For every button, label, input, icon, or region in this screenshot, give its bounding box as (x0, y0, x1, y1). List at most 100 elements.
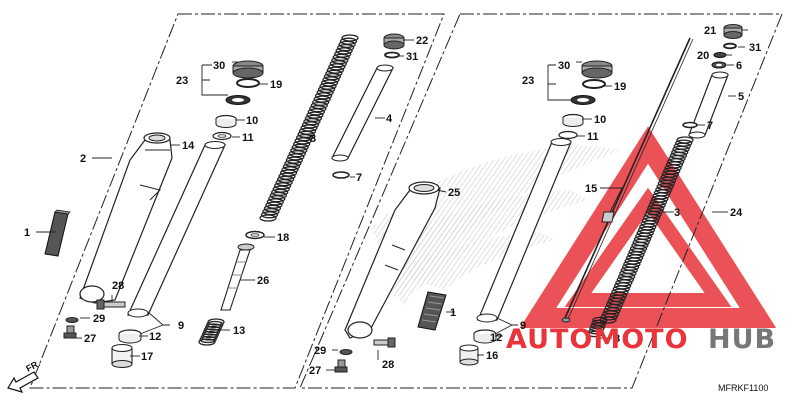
callout-left-18: 18 (277, 232, 289, 244)
spacer-ring-right[interactable] (570, 95, 596, 105)
rebound-spring-left[interactable] (198, 318, 225, 346)
callouts-right: 1 3 5 6 7 8 9 10 11 12 15 16 19 20 21 23… (309, 25, 761, 377)
leader-lines (36, 29, 748, 371)
fork-bolt-cap-left[interactable] (232, 60, 264, 79)
lock-nut-right[interactable] (711, 52, 727, 69)
callout-left-29: 29 (93, 313, 105, 325)
callout-right-28: 28 (382, 359, 394, 371)
callout-left-14: 14 (182, 140, 195, 152)
rebound-spring-right[interactable] (587, 316, 608, 338)
dust-seal-right[interactable] (459, 344, 479, 366)
socket-bolt-left[interactable] (96, 299, 126, 310)
spring-collar-pipe-right[interactable] (688, 71, 729, 139)
fork-slider-left[interactable] (79, 132, 173, 304)
callout-right-6: 6 (736, 60, 742, 72)
callout-right-19: 19 (614, 81, 626, 93)
callout-right-11: 11 (587, 131, 599, 143)
damper-cartridge-right[interactable] (561, 37, 694, 323)
rubber-pad-right[interactable] (417, 291, 447, 331)
spring-collar-pipe-left[interactable] (331, 64, 394, 162)
callout-left-11: 11 (242, 132, 254, 144)
small-o-ring-right[interactable] (723, 42, 737, 50)
spring-coil (259, 214, 277, 222)
watermark-text-auto: AUTOMOTO (506, 324, 689, 355)
fork-bolt-cap-right[interactable] (581, 60, 613, 79)
callout-left-27: 27 (84, 333, 96, 345)
callouts-left: 1 2 3 4 7 9 10 11 12 13 14 17 18 19 22 2… (24, 35, 428, 363)
callout-right-21: 21 (704, 25, 716, 37)
watermark-logo: AUTOMOTO HUB (506, 324, 776, 355)
callout-left-22: 22 (416, 35, 428, 47)
collar-right[interactable] (562, 113, 584, 127)
spacer-ring-left[interactable] (225, 95, 251, 105)
callout-left-30: 30 (213, 60, 225, 72)
washer-left[interactable] (212, 131, 232, 141)
callout-right-7: 7 (707, 120, 713, 132)
spring-coil (588, 327, 604, 335)
oil-seal-right[interactable] (473, 329, 497, 344)
callout-right-31: 31 (749, 42, 761, 54)
diagram-code: MFRKF1100 (718, 383, 768, 393)
damper-ring-left[interactable] (245, 230, 265, 240)
o-ring-right[interactable] (582, 79, 606, 89)
callout-left-19: 19 (270, 79, 282, 91)
callout-left-9: 9 (178, 320, 184, 332)
damper-rod-left[interactable] (220, 243, 255, 311)
callout-left-13: 13 (233, 325, 245, 337)
watermark-text-hub: HUB (708, 324, 776, 355)
drain-bolt-right[interactable] (334, 349, 353, 373)
callout-left-12: 12 (149, 331, 161, 343)
front-direction-label: FR. (24, 358, 41, 374)
socket-bolt-right[interactable] (373, 337, 396, 348)
callout-left-3: 3 (310, 133, 316, 145)
rubber-pad-left[interactable] (44, 209, 71, 257)
oil-seal-left[interactable] (118, 329, 142, 344)
callout-right-5: 5 (738, 91, 744, 103)
callout-right-10: 10 (594, 114, 606, 126)
watermark-triangle-icon (519, 126, 777, 328)
fork-pipe-right[interactable] (476, 138, 572, 323)
callout-right-25: 25 (448, 187, 460, 199)
callout-right-16: 16 (486, 350, 498, 362)
fork-spring-left[interactable] (259, 34, 359, 222)
spring-coil (587, 330, 603, 338)
fork-pipe-left[interactable] (127, 141, 226, 318)
callout-right-12: 12 (490, 332, 502, 344)
callout-right-29: 29 (314, 345, 326, 357)
spring-coil (260, 211, 279, 219)
callout-right-15: 15 (585, 183, 597, 195)
callout-right-1: 1 (450, 307, 456, 319)
callout-left-10: 10 (246, 115, 258, 127)
right-fork-group-frame (299, 13, 783, 389)
callout-left-2: 2 (80, 153, 86, 165)
collar-left[interactable] (215, 114, 237, 128)
callout-left-7: 7 (356, 172, 362, 184)
fork-spring-right[interactable] (599, 136, 694, 324)
washer-right[interactable] (558, 130, 578, 140)
left-fork-group-frame (29, 13, 445, 389)
small-o-ring-left[interactable] (384, 51, 400, 59)
o-ring-left[interactable] (236, 78, 260, 88)
callout-right-9: 9 (520, 320, 526, 332)
callout-left-17: 17 (141, 351, 153, 363)
callout-right-8: 8 (614, 333, 620, 345)
drain-bolt-left[interactable] (63, 317, 79, 339)
callout-right-27: 27 (309, 365, 321, 377)
top-nut-left[interactable] (383, 33, 405, 50)
callout-left-31: 31 (406, 51, 418, 63)
callout-left-23: 23 (176, 75, 188, 87)
front-direction-arrow-icon: FR. (7, 358, 42, 393)
callout-left-26: 26 (257, 275, 269, 287)
callout-right-23: 23 (522, 75, 534, 87)
spring-seat-right[interactable] (682, 121, 698, 129)
callout-left-4: 4 (386, 113, 393, 125)
spring-coil (198, 338, 216, 346)
spring-seat-left[interactable] (332, 171, 350, 179)
top-nut-right[interactable] (723, 24, 743, 39)
callout-right-3: 3 (674, 207, 680, 219)
fork-slider-right[interactable] (344, 181, 441, 339)
dust-seal-left[interactable] (111, 344, 133, 368)
callout-left-28: 28 (112, 280, 124, 292)
